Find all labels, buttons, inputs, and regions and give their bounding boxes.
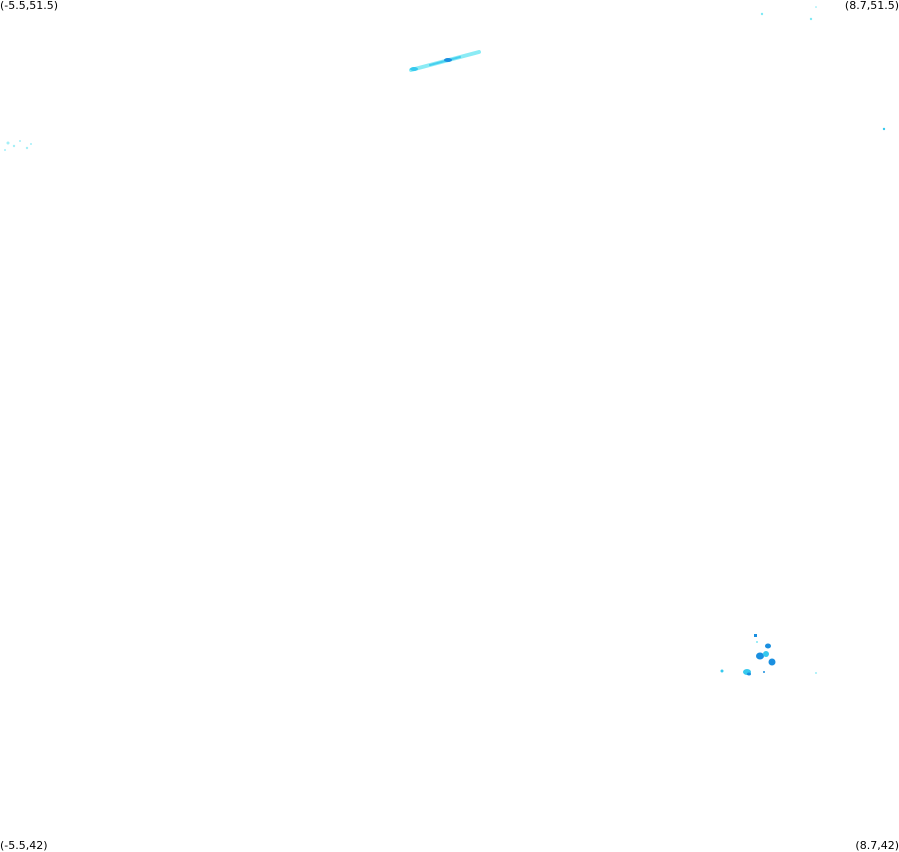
speckle (4, 149, 6, 151)
cluster-mark (765, 643, 771, 649)
dot (882, 127, 886, 131)
cluster-mark (756, 641, 758, 643)
cluster-mark (754, 634, 757, 637)
speckle (19, 140, 21, 142)
cluster-mark (763, 651, 769, 657)
speckle (12, 144, 16, 148)
corner-label-top-left: (-5.5,51.5) (0, 0, 59, 12)
dot (760, 12, 764, 16)
streak-blob-left (410, 67, 418, 71)
cluster-mark (756, 652, 764, 660)
cluster-mark (747, 672, 751, 676)
cluster-mark (768, 658, 776, 666)
cluster-mark (720, 669, 724, 673)
corner-label-bottom-right: (8.7,42) (855, 839, 899, 852)
dot (809, 17, 813, 21)
dot (815, 6, 817, 8)
left-speckles (4, 140, 32, 151)
cluster-mark (763, 671, 765, 673)
streak-blob-mid (444, 58, 452, 62)
top-right-dots (760, 6, 886, 131)
speckle (25, 146, 29, 150)
speckle (6, 141, 10, 145)
corner-label-bottom-left: (-5.5,42) (0, 839, 48, 852)
cluster-mark (815, 672, 817, 674)
corner-label-top-right: (8.7,51.5) (844, 0, 899, 12)
speckle (30, 143, 32, 145)
lower-right-cluster (720, 634, 817, 676)
streak-feature (409, 50, 481, 72)
